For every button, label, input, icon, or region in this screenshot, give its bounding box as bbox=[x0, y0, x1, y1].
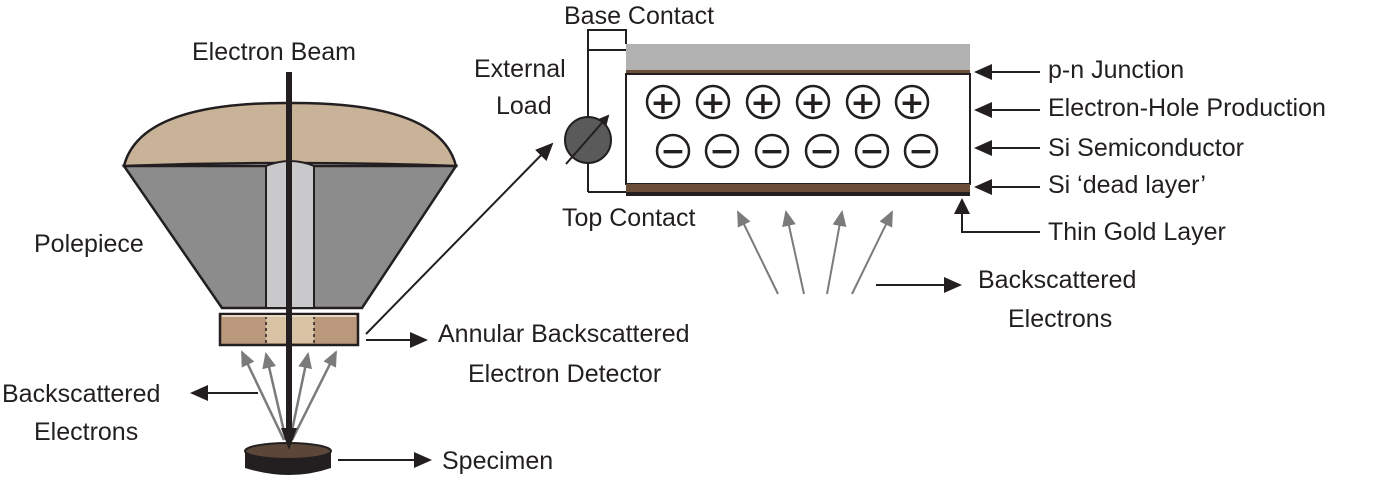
thin-gold-label: Thin Gold Layer bbox=[1048, 218, 1226, 246]
electrons-row: − − − − − − bbox=[655, 133, 939, 169]
annular-detector-label-line1: Annular Backscattered bbox=[438, 320, 690, 348]
pn-junction-line bbox=[626, 70, 970, 74]
plus-sign: + bbox=[700, 86, 725, 121]
si-dead-layer-label: Si ‘dead layer’ bbox=[1048, 171, 1206, 199]
plus-sign: + bbox=[850, 86, 875, 121]
bse-arrow bbox=[288, 352, 312, 441]
electron-symbol bbox=[903, 133, 939, 169]
circuit-wire-top bbox=[587, 29, 627, 51]
electron-symbol bbox=[854, 133, 890, 169]
electron-symbol bbox=[655, 133, 691, 169]
specimen bbox=[244, 442, 332, 475]
bse-arrow bbox=[290, 350, 338, 441]
top-contact-label: Top Contact bbox=[562, 204, 695, 232]
hole-symbol bbox=[695, 84, 731, 120]
electron-beam-label: Electron Beam bbox=[192, 38, 356, 66]
minus-sign: − bbox=[759, 134, 784, 169]
external-load-label-line2: Load bbox=[496, 92, 552, 120]
electron-symbol bbox=[754, 133, 790, 169]
external-load-label-line1: External bbox=[474, 55, 566, 83]
electron-beam-arrowhead bbox=[281, 428, 297, 450]
hole-symbol bbox=[845, 84, 881, 120]
base-contact-layer bbox=[626, 44, 970, 70]
bse-arrow bbox=[240, 350, 286, 441]
variable-arrow-icon bbox=[565, 114, 610, 165]
si-dead-layer bbox=[626, 184, 970, 192]
si-semiconductor-label: Si Semiconductor bbox=[1048, 134, 1244, 162]
bse-arrow bbox=[262, 352, 288, 441]
bse-arrow bbox=[782, 210, 805, 295]
minus-sign: − bbox=[908, 134, 933, 169]
bse-left-label-line1: Backscattered bbox=[2, 380, 160, 408]
hole-symbol bbox=[795, 84, 831, 120]
bse-arrow bbox=[851, 210, 893, 295]
thin-gold-arrowhead bbox=[954, 198, 970, 214]
hole-symbol bbox=[894, 84, 930, 120]
electron-symbol bbox=[804, 133, 840, 169]
bse-right-label-line2: Electrons bbox=[1008, 305, 1112, 333]
minus-sign: − bbox=[709, 134, 734, 169]
hole-symbol bbox=[645, 84, 681, 120]
backscattered-arrows-left bbox=[240, 350, 338, 441]
thin-gold-pointer bbox=[961, 212, 1040, 233]
plus-sign: + bbox=[650, 86, 675, 121]
holes-row: + + + + + + bbox=[645, 84, 930, 121]
pn-junction-label: p-n Junction bbox=[1048, 56, 1184, 84]
plus-sign: + bbox=[800, 86, 825, 121]
zoom-arrow bbox=[365, 142, 554, 335]
electron-hole-label: Electron-Hole Production bbox=[1048, 94, 1326, 122]
external-load-circuit bbox=[564, 29, 627, 193]
plus-sign: + bbox=[899, 86, 924, 121]
electron-symbol bbox=[704, 133, 740, 169]
minus-sign: − bbox=[660, 134, 685, 169]
bse-left-label-line2: Electrons bbox=[34, 418, 138, 446]
bse-arrow bbox=[826, 210, 847, 295]
annular-detector-label-line2: Electron Detector bbox=[468, 360, 661, 388]
polepiece-label: Polepiece bbox=[34, 230, 144, 258]
hole-symbol bbox=[745, 84, 781, 120]
detector-detail: + + + + + + − − − − − − bbox=[625, 44, 971, 196]
bse-right-label-line1: Backscattered bbox=[978, 266, 1136, 294]
bse-arrow bbox=[737, 210, 779, 295]
gold-layer bbox=[626, 192, 970, 196]
specimen-label: Specimen bbox=[442, 447, 553, 475]
base-contact-label: Base Contact bbox=[564, 2, 714, 30]
backscattered-arrows-right bbox=[737, 210, 893, 295]
minus-sign: − bbox=[809, 134, 834, 169]
plus-sign: + bbox=[750, 86, 775, 121]
minus-sign: − bbox=[859, 134, 884, 169]
